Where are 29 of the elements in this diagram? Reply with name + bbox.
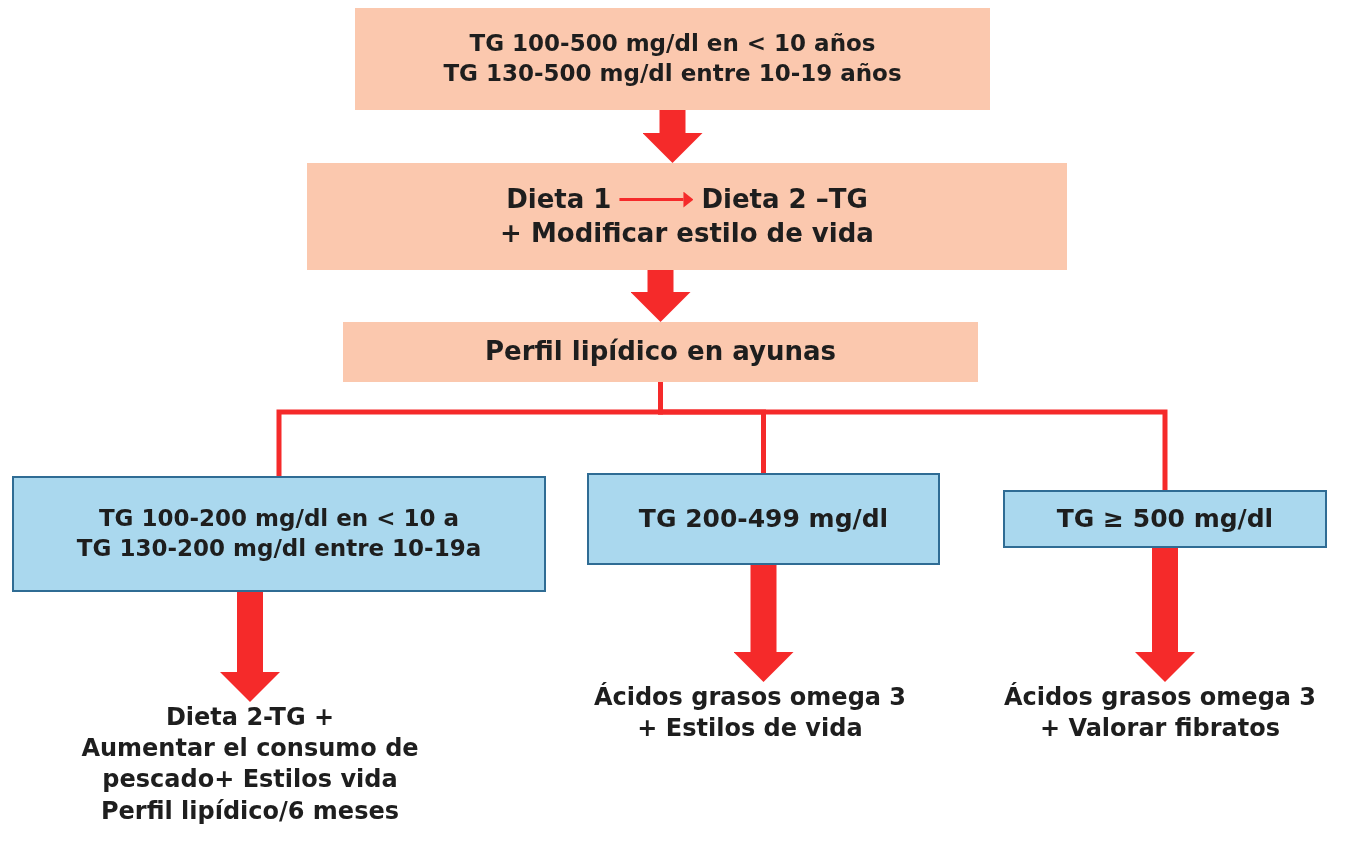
box-text: Dieta 2 –TG bbox=[701, 182, 868, 217]
box-text: TG 130-200 mg/dl entre 10-19a bbox=[76, 534, 482, 563]
box-text: Ácidos grasos omega 3 bbox=[593, 682, 907, 713]
box-text: TG 200-499 mg/dl bbox=[638, 502, 889, 535]
box-text: + Valorar fibratos bbox=[1039, 713, 1281, 745]
arrow bbox=[630, 270, 691, 322]
box-text: TG 100-500 mg/dl en < 10 años bbox=[469, 29, 876, 59]
arrow bbox=[1135, 548, 1195, 682]
arrow bbox=[642, 110, 703, 163]
box-text: + Estilos de vida bbox=[637, 713, 863, 745]
box-text: Ácidos grasos omega 3 bbox=[1003, 682, 1317, 713]
box-text: TG 100-200 mg/dl en < 10 a bbox=[98, 504, 460, 534]
process-box bbox=[343, 322, 978, 382]
box-text: Dieta 2-TG + bbox=[165, 702, 335, 733]
box-text: TG 130-500 mg/dl entre 10-19 años bbox=[443, 59, 902, 88]
arrow bbox=[619, 191, 694, 208]
box-text: + Modificar estilo de vida bbox=[500, 216, 874, 250]
box-text: Perfil lipídico/6 meses bbox=[101, 795, 399, 827]
condition-box bbox=[587, 473, 940, 565]
box-text: Dieta 1 bbox=[506, 182, 612, 217]
condition-box bbox=[12, 476, 546, 592]
box-text: Aumentar el consumo de pescado+ Estilos vida bbox=[80, 733, 420, 796]
arrow bbox=[220, 592, 280, 702]
box-text: Perfil lipídico en ayunas bbox=[485, 335, 836, 369]
process-box bbox=[307, 163, 1067, 270]
arrow bbox=[733, 565, 794, 682]
condition-box bbox=[1003, 490, 1327, 548]
process-box bbox=[355, 8, 990, 110]
box-text: TG ≥ 500 mg/dl bbox=[1056, 502, 1274, 535]
